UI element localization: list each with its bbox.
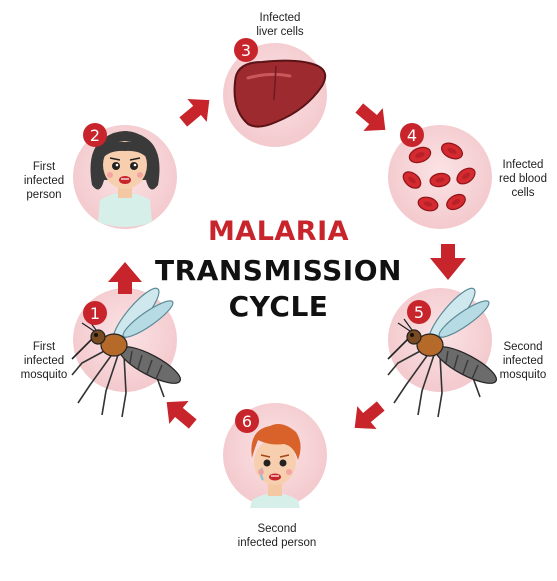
step-1-badge: 1 — [83, 301, 107, 325]
step-6-badge: 6 — [235, 409, 259, 433]
svg-text:3: 3 — [241, 41, 251, 60]
svg-text:2: 2 — [90, 126, 100, 145]
arrow-down-right-icon — [355, 103, 386, 132]
step-4-badge: 4 — [400, 123, 424, 147]
boy-face-icon — [250, 424, 301, 508]
girl-face-icon — [90, 131, 160, 227]
step-1-label: First infected mosquito — [20, 341, 68, 381]
arrow-down-left-icon — [354, 401, 385, 430]
title-malaria: MALARIA — [207, 216, 350, 247]
svg-text:5: 5 — [414, 303, 424, 322]
arrow-up-left-icon — [166, 400, 197, 429]
arrow-up-right-icon — [179, 98, 210, 127]
svg-text:6: 6 — [242, 412, 252, 431]
step-5-label: Second infected mosquito — [499, 341, 547, 381]
step-3-label: Infected liver cells — [256, 12, 304, 38]
step-5-badge: 5 — [407, 300, 431, 324]
arrow-down-icon — [430, 244, 466, 280]
svg-text:4: 4 — [407, 126, 417, 145]
title-cycle: CYCLE — [228, 290, 329, 323]
step-2-label: First infected person — [23, 161, 65, 201]
step-4-label: Infected red blood cells — [499, 159, 547, 199]
title-transmission: TRANSMISSION — [155, 254, 402, 287]
step-6-label: Second infected person — [237, 523, 317, 549]
step-3-badge: 3 — [234, 38, 258, 62]
step-2-badge: 2 — [83, 123, 107, 147]
arrow-up-icon — [108, 262, 142, 294]
svg-text:1: 1 — [90, 304, 100, 323]
liver-icon — [233, 59, 327, 128]
